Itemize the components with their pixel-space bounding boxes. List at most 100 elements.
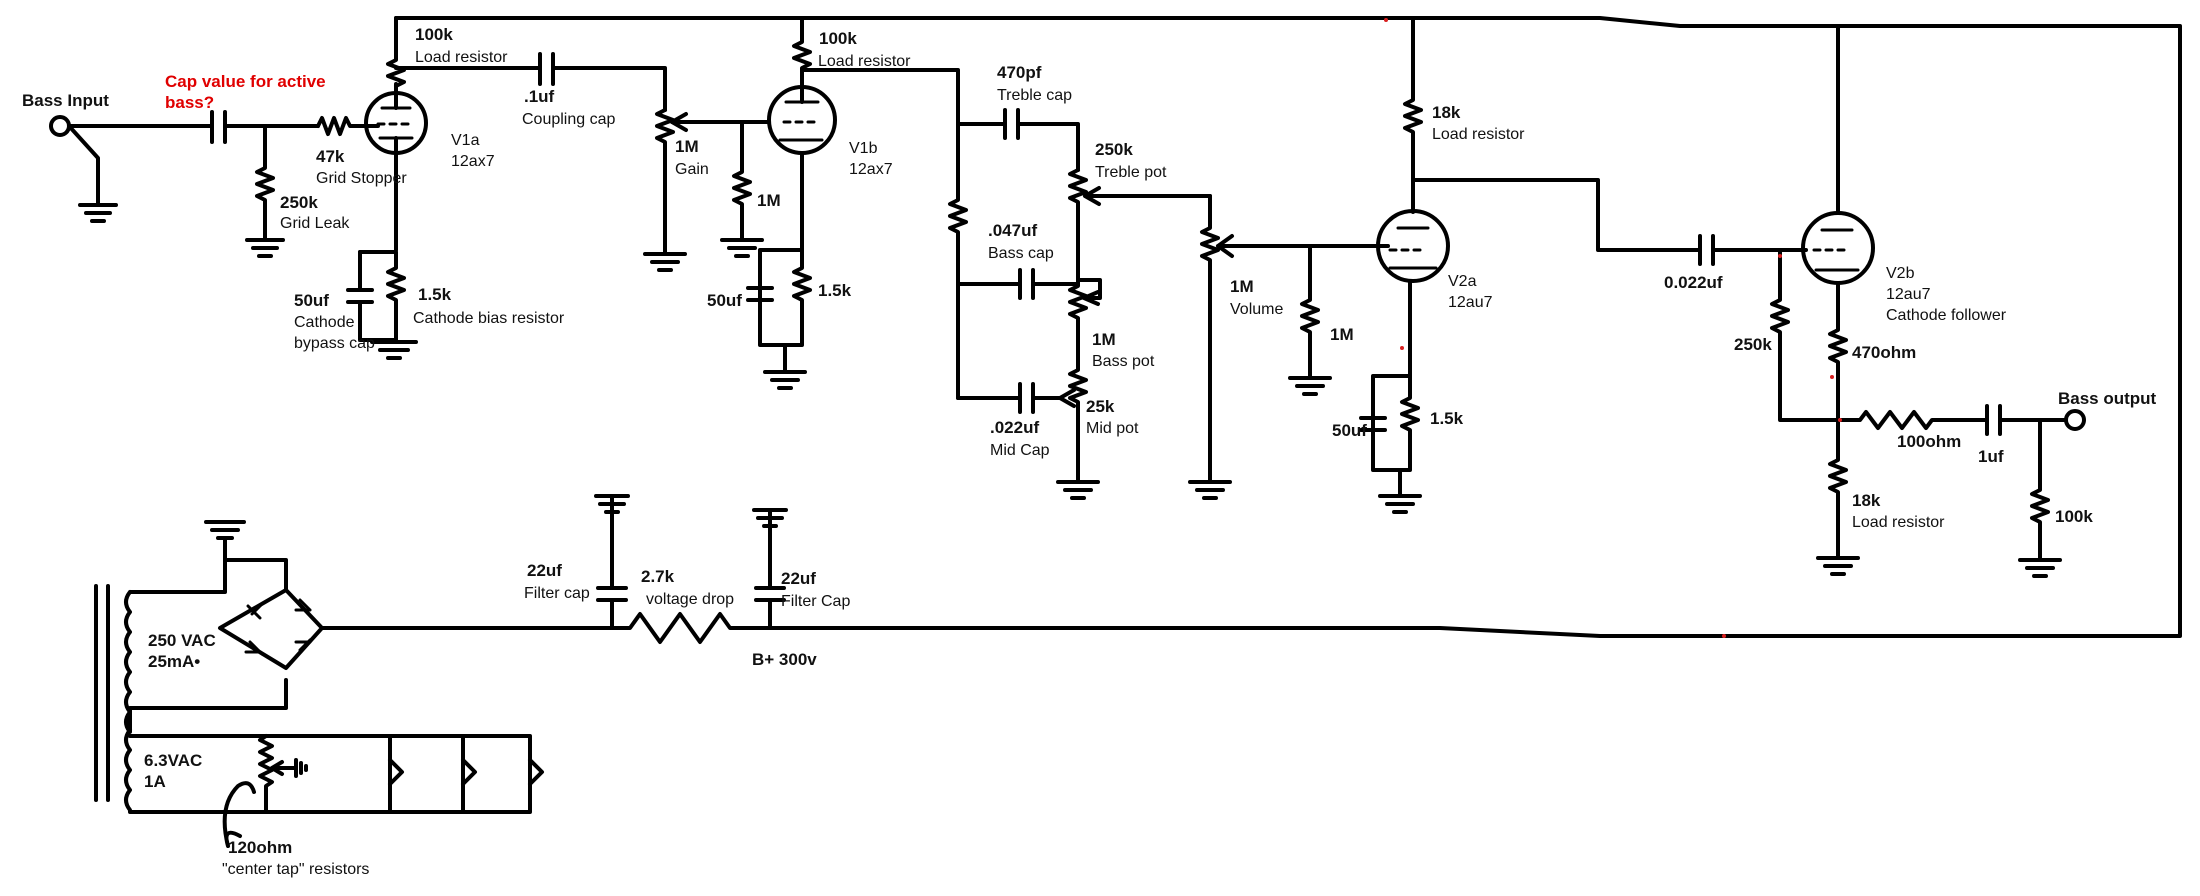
coupling-cap-1-desc: Coupling cap xyxy=(522,111,616,128)
stage1-load-resistor xyxy=(386,16,406,88)
ground-symbol xyxy=(752,508,788,528)
stage3-cathode-cap-value: 50uf xyxy=(1332,421,1367,440)
ground-symbol xyxy=(245,238,285,258)
treble-pot-desc: Treble pot xyxy=(1095,164,1167,181)
ground-symbol xyxy=(1816,556,1860,576)
coupling-cap-1 xyxy=(538,52,555,86)
stage3-load-desc: Load resistor xyxy=(1432,126,1525,143)
input-section xyxy=(49,110,368,258)
volume-pot-desc: Volume xyxy=(1230,301,1283,318)
stage1-load-value: 100k xyxy=(415,25,453,44)
stage2-v1b xyxy=(740,16,960,390)
gain-grid-res-value: 1M xyxy=(757,191,781,210)
stage4-v2b xyxy=(1770,24,2086,578)
volume-pot xyxy=(1188,194,1372,500)
tube-v2b-icon xyxy=(1801,211,1875,285)
stage4-grid-res-value: 250k xyxy=(1734,335,1772,354)
gain-pot-value: 1M xyxy=(675,137,699,156)
stage1-cathode-cap-value: 50uf xyxy=(294,291,329,310)
heater-voltage: 6.3VAC xyxy=(144,751,202,770)
stage1-cathode-cap-desc-line2: bypass cap xyxy=(294,335,375,352)
secondary-voltage: 250 VAC xyxy=(148,631,216,650)
stage1-cathode-res-value: 1.5k xyxy=(418,285,452,304)
tube-v1a-name: V1a xyxy=(451,132,480,149)
input-title: Bass Input xyxy=(22,91,109,110)
grid-stopper-resistor xyxy=(316,116,368,136)
tube-v1a-type: 12ax7 xyxy=(451,153,495,170)
input-question-line2: bass? xyxy=(165,93,214,112)
center-tap-value: 120ohm xyxy=(228,838,292,857)
mid-cap-value: .022uf xyxy=(990,418,1039,437)
filter-cap-2-desc: Filter Cap xyxy=(781,593,850,610)
tube-v2b-name: V2b xyxy=(1886,265,1915,282)
grid-stopper-desc: Grid Stopper xyxy=(316,170,407,187)
b-plus-voltage: B+ 300v xyxy=(752,650,817,669)
secondary-current: 25mA• xyxy=(148,652,200,671)
mid-cap-desc: Mid Cap xyxy=(990,442,1050,459)
stage4-cathode-res-value: 470ohm xyxy=(1852,343,1916,362)
bass-cap-value: .047uf xyxy=(988,221,1037,240)
tube-v1b-name: V1b xyxy=(849,140,878,157)
bass-cap-desc: Bass cap xyxy=(988,245,1054,262)
stage1-load-desc: Load resistor xyxy=(415,49,508,66)
tube-v1b-type: 12ax7 xyxy=(849,161,893,178)
ground-symbol xyxy=(204,520,246,540)
output-jack-icon xyxy=(2064,409,2086,431)
input-question-line1: Cap value for active xyxy=(165,72,326,91)
gain-pot-desc: Gain xyxy=(675,161,709,178)
stage2-load-value: 100k xyxy=(819,29,857,48)
tube-v2a-type: 12au7 xyxy=(1448,294,1493,311)
treble-cap-desc: Treble cap xyxy=(997,87,1072,104)
mid-pot-value: 25k xyxy=(1086,397,1115,416)
stage2-cathode-cap-value: 50uf xyxy=(707,291,742,310)
filter-cap-1-value: 22uf xyxy=(527,561,562,580)
stage4-load-desc: Load resistor xyxy=(1852,514,1945,531)
stage1-v1a xyxy=(346,16,667,360)
stage3-load-value: 18k xyxy=(1432,103,1461,122)
heater-current: 1A xyxy=(144,772,166,791)
tube-v2b-type: 12au7 xyxy=(1886,286,1931,303)
ground-symbol xyxy=(594,494,630,514)
output-res-value: 100k xyxy=(2055,507,2093,526)
ground-symbol xyxy=(2018,558,2062,578)
ground-symbol xyxy=(720,238,764,258)
coupling-cap-3-value: 0.022uf xyxy=(1664,273,1723,292)
stage2-cathode-res-value: 1.5k xyxy=(818,281,852,300)
ground-symbol xyxy=(763,370,807,390)
filter-cap-1-desc: Filter cap xyxy=(524,585,590,602)
voltage-drop-desc: voltage drop xyxy=(646,591,734,608)
heater-circuit xyxy=(124,728,544,848)
stage4-load-value: 18k xyxy=(1852,491,1881,510)
treble-cap xyxy=(956,108,1020,140)
stage3-cathode-res-value: 1.5k xyxy=(1430,409,1464,428)
ground-symbol xyxy=(1056,480,1100,500)
stage3-grid-res-value: 1M xyxy=(1330,325,1354,344)
treble-cap-value: 470pf xyxy=(997,63,1042,82)
grid-leak-desc: Grid Leak xyxy=(280,215,350,232)
transformer-core xyxy=(94,584,110,802)
ground-symbol xyxy=(643,252,687,272)
ground-symbol xyxy=(1288,376,1332,396)
output-title: Bass output xyxy=(2058,389,2157,408)
stage1-cathode-cap-desc-line1: Cathode xyxy=(294,314,355,331)
input-cap xyxy=(210,110,227,144)
ground-symbol xyxy=(1378,494,1422,514)
stage4-series-res-value: 100ohm xyxy=(1897,432,1961,451)
bridge-rectifier-icon xyxy=(218,588,324,670)
tube-v2a-name: V2a xyxy=(1448,273,1477,290)
mid-pot-desc: Mid pot xyxy=(1086,420,1139,437)
center-tap-desc: "center tap" resistors xyxy=(222,861,369,878)
ground-symbol xyxy=(370,340,418,360)
filter-cap-2-value: 22uf xyxy=(781,569,816,588)
ground-symbol xyxy=(78,203,118,223)
grid-stopper-value: 47k xyxy=(316,147,345,166)
power-supply xyxy=(94,494,1002,802)
stage2-load-desc: Load resistor xyxy=(818,53,911,70)
input-jack-icon xyxy=(49,115,71,137)
coupling-cap-1-value: .1uf xyxy=(524,87,555,106)
tube-v2b-desc: Cathode follower xyxy=(1886,307,2007,324)
voltage-drop-value: 2.7k xyxy=(641,567,675,586)
bass-pot-desc: Bass pot xyxy=(1092,353,1155,370)
grid-leak-value: 250k xyxy=(280,193,318,212)
